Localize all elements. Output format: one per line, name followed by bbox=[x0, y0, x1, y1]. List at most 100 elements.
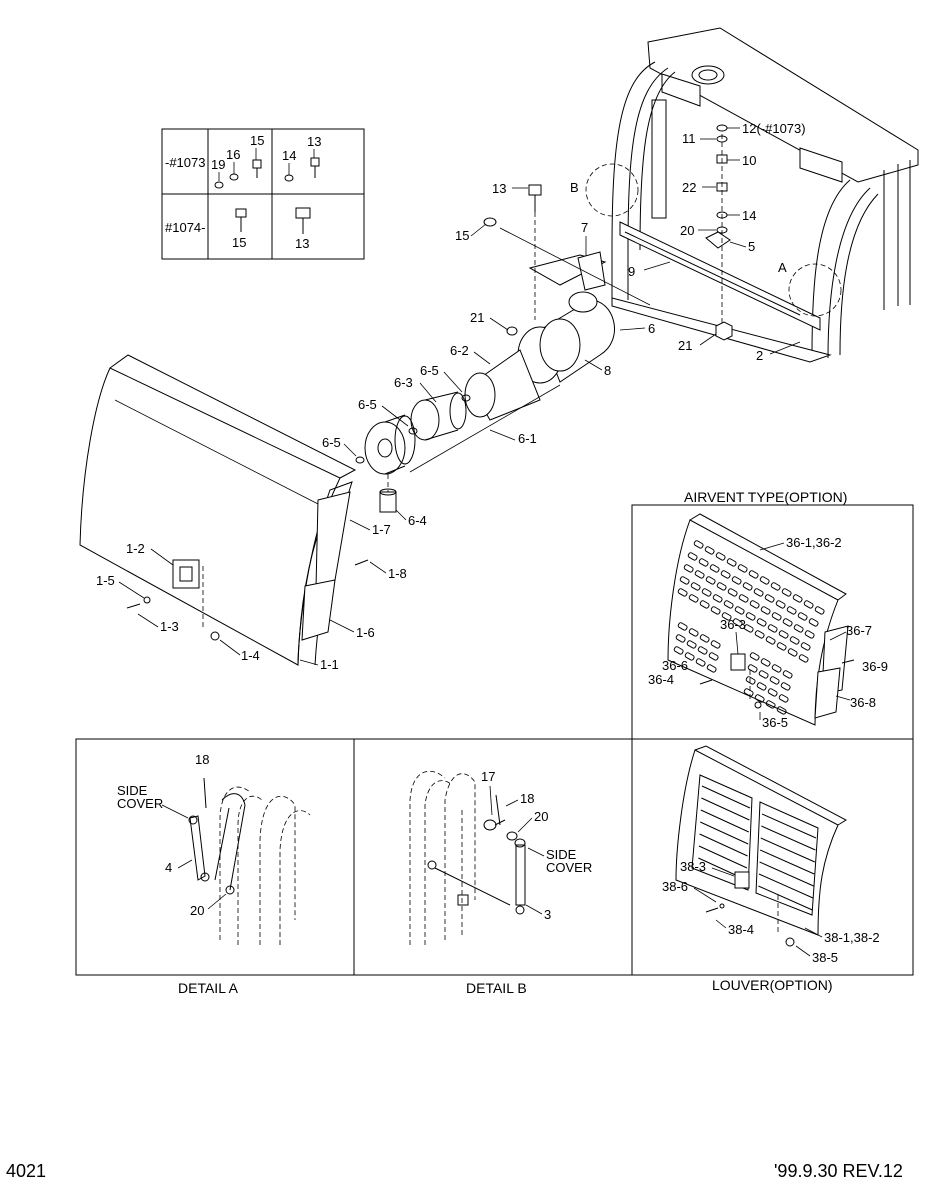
callout-14: 14 bbox=[742, 208, 756, 223]
table-callout-15: 15 bbox=[250, 133, 264, 148]
callout-2: 2 bbox=[756, 348, 763, 363]
table-callout-19: 19 bbox=[211, 157, 225, 172]
table-callout-14: 14 bbox=[282, 148, 296, 163]
vent-slot bbox=[775, 600, 786, 609]
vent-slot bbox=[715, 552, 726, 561]
callout-4: 4 bbox=[165, 860, 172, 875]
side-cover-label-a1: SIDE bbox=[117, 783, 148, 798]
louver-slat bbox=[701, 785, 751, 809]
vent-slot bbox=[687, 552, 698, 561]
detail-a: 18 SIDE COVER 4 20 bbox=[117, 752, 311, 945]
vent-slot bbox=[673, 646, 684, 655]
louver-slat bbox=[760, 837, 816, 863]
vent-slot bbox=[690, 582, 701, 591]
callout-1-7: 1-7 bbox=[372, 522, 391, 537]
table-callout-13: 13 bbox=[307, 134, 321, 149]
vent-slot bbox=[742, 582, 753, 591]
callout-6-3: 6-3 bbox=[394, 375, 413, 390]
vent-slot bbox=[731, 576, 742, 585]
page-number: 4021 bbox=[6, 1161, 46, 1181]
callout-18b: 18 bbox=[520, 791, 534, 806]
vent-slot bbox=[780, 682, 791, 691]
vent-slot bbox=[767, 624, 778, 633]
vent-slot bbox=[712, 594, 723, 603]
callout-36-1-36-2: 36-1,36-2 bbox=[786, 535, 842, 550]
vent-slot bbox=[723, 600, 734, 609]
airvent-panel: 36-1,36-2 36-3 36-7 36-6 36-9 36-4 36-8 … bbox=[648, 513, 888, 730]
louver-slat bbox=[701, 797, 750, 821]
callout-1-8: 1-8 bbox=[388, 566, 407, 581]
vent-slot bbox=[781, 588, 792, 597]
vent-slot bbox=[814, 606, 825, 615]
callout-1-2: 1-2 bbox=[126, 541, 145, 556]
callout-38-1-38-2: 38-1,38-2 bbox=[824, 930, 880, 945]
vent-slot bbox=[732, 618, 743, 627]
vent-slot bbox=[708, 652, 719, 661]
vent-slot bbox=[699, 600, 710, 609]
louver-slat bbox=[758, 885, 813, 911]
vent-slot bbox=[701, 588, 712, 597]
vent-slot bbox=[686, 640, 697, 649]
detail-b: 17 18 20 SIDE COVER 3 bbox=[409, 769, 592, 945]
callout-1-4: 1-4 bbox=[241, 648, 260, 663]
caption-airvent: AIRVENT TYPE(OPTION) bbox=[684, 489, 847, 505]
vent-slot bbox=[710, 640, 721, 649]
bracket-assembly bbox=[483, 184, 651, 336]
callout-21: 21 bbox=[470, 310, 484, 325]
callout-1-6: 1-6 bbox=[356, 625, 375, 640]
vent-slot bbox=[771, 664, 782, 673]
vent-slot bbox=[693, 540, 704, 549]
vent-slot bbox=[738, 594, 749, 603]
caption-detail-a: DETAIL A bbox=[178, 980, 239, 996]
table-callout-16: 16 bbox=[226, 147, 240, 162]
louver-panel: 38-3 38-6 38-4 38-1,38-2 38-5 bbox=[662, 745, 880, 965]
callout-36-3: 36-3 bbox=[720, 617, 746, 632]
vent-slot bbox=[753, 588, 764, 597]
side-cover-label-a2: COVER bbox=[117, 796, 163, 811]
callout-18: 18 bbox=[195, 752, 209, 767]
vent-slot bbox=[803, 600, 814, 609]
side-cover-label-b1: SIDE bbox=[546, 847, 577, 862]
callout-36-6: 36-6 bbox=[662, 658, 688, 673]
vent-slot bbox=[726, 558, 737, 567]
vent-slot bbox=[771, 612, 782, 621]
table-callout-15b: 15 bbox=[232, 235, 246, 250]
vent-slot bbox=[720, 570, 731, 579]
washer-icon bbox=[214, 173, 239, 189]
vent-slot bbox=[695, 658, 706, 667]
louver-slat bbox=[698, 845, 748, 869]
callout-21b: 21 bbox=[678, 338, 692, 353]
callout-6-1: 6-1 bbox=[518, 431, 537, 446]
callout-6-5a: 6-5 bbox=[420, 363, 439, 378]
callout-1-3: 1-3 bbox=[160, 619, 179, 634]
callout-22: 22 bbox=[682, 180, 696, 195]
vent-slot bbox=[706, 664, 717, 673]
vent-slot bbox=[734, 606, 745, 615]
vent-slot bbox=[748, 570, 759, 579]
vent-slot bbox=[679, 576, 690, 585]
callout-20: 20 bbox=[680, 223, 694, 238]
caption-detail-b: DETAIL B bbox=[466, 980, 527, 996]
vent-slot bbox=[764, 594, 775, 603]
vent-slot bbox=[760, 606, 771, 615]
callout-1-1: 1-1 bbox=[320, 657, 339, 672]
vent-slot bbox=[776, 706, 787, 715]
vent-slot bbox=[754, 630, 765, 639]
table-row-label-1073: -#1073 bbox=[165, 155, 205, 170]
vent-slot bbox=[694, 570, 705, 579]
vent-slot bbox=[786, 606, 797, 615]
vent-slot bbox=[721, 612, 732, 621]
side-cover-label-b2: COVER bbox=[546, 860, 592, 875]
vent-slot bbox=[804, 630, 815, 639]
vent-slot bbox=[800, 642, 811, 651]
vent-slot bbox=[688, 594, 699, 603]
callout-13: 13 bbox=[492, 181, 506, 196]
vent-slot bbox=[808, 618, 819, 627]
vent-slot bbox=[675, 634, 686, 643]
vent-slot bbox=[688, 628, 699, 637]
callout-17: 17 bbox=[481, 769, 495, 784]
vent-slot bbox=[709, 564, 720, 573]
caption-louver: LOUVER(OPTION) bbox=[712, 977, 833, 993]
vent-slot bbox=[704, 546, 715, 555]
